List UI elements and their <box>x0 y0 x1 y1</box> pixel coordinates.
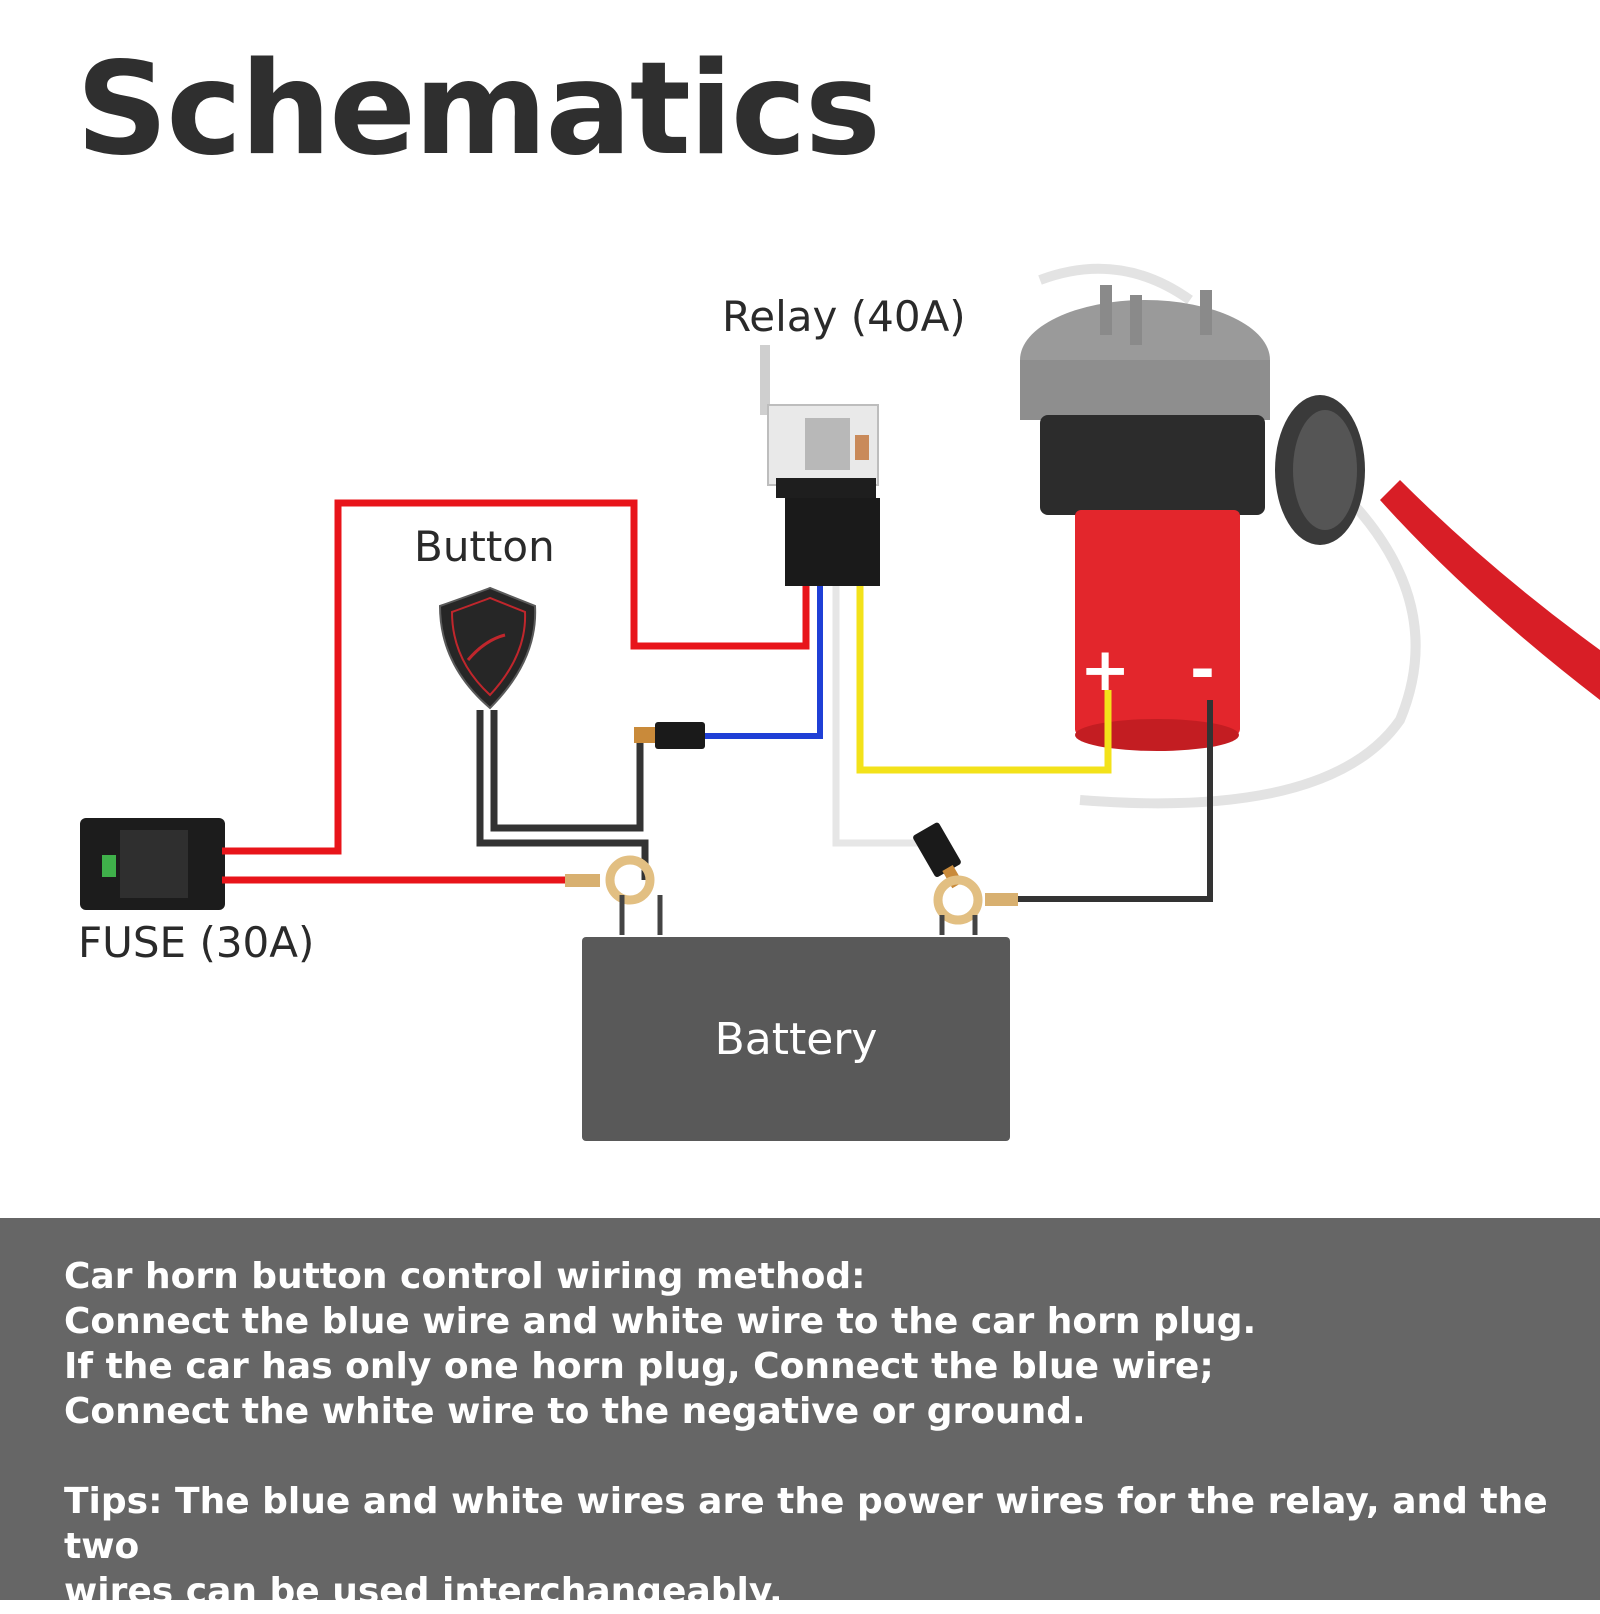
horn-trumpet-icon <box>1380 480 1600 700</box>
horn-plus-label: + <box>1080 635 1130 705</box>
spacer <box>64 1434 1560 1479</box>
horn-bell-icon <box>1275 395 1365 545</box>
yellow-wire <box>856 586 1112 774</box>
button-label: Button <box>414 522 555 571</box>
ring-terminal-icon <box>933 875 1018 935</box>
battery: Battery <box>582 937 1010 1141</box>
white-wire <box>832 586 920 847</box>
black-wire-horn <box>1015 700 1213 902</box>
black-wire-button-b <box>490 710 655 832</box>
instruction-line: Connect the white wire to the negative o… <box>64 1391 1086 1432</box>
air-tube <box>1038 263 1421 809</box>
instructions-panel: Car horn button control wiring method: C… <box>0 1218 1600 1612</box>
relay-label: Relay (40A) <box>722 292 966 341</box>
instruction-line: If the car has only one horn plug, Conne… <box>64 1346 1214 1387</box>
blue-wire <box>700 586 823 739</box>
battery-label: Battery <box>714 1013 878 1065</box>
tips-line: wires can be used interchangeably. <box>64 1571 783 1612</box>
relay-icon <box>760 345 880 586</box>
wiring-diagram: + - <box>80 263 1600 935</box>
spade-connector-icon <box>634 722 705 749</box>
horn-compressor-icon <box>1020 285 1270 751</box>
tips-line: Tips: The blue and white wires are the p… <box>64 1481 1548 1567</box>
horn-minus-label: - <box>1190 635 1215 705</box>
ring-terminal-icon <box>565 855 663 935</box>
fuse-holder-icon <box>80 818 225 910</box>
red-wire-relay <box>222 499 810 855</box>
instruction-line: Connect the blue wire and white wire to … <box>64 1301 1257 1342</box>
button-shield-icon <box>438 586 537 710</box>
instruction-line: Car horn button control wiring method: <box>64 1256 866 1297</box>
black-wire-button-a <box>476 710 649 880</box>
page-title: Schematics <box>76 35 881 184</box>
fuse-label: FUSE (30A) <box>78 918 315 967</box>
